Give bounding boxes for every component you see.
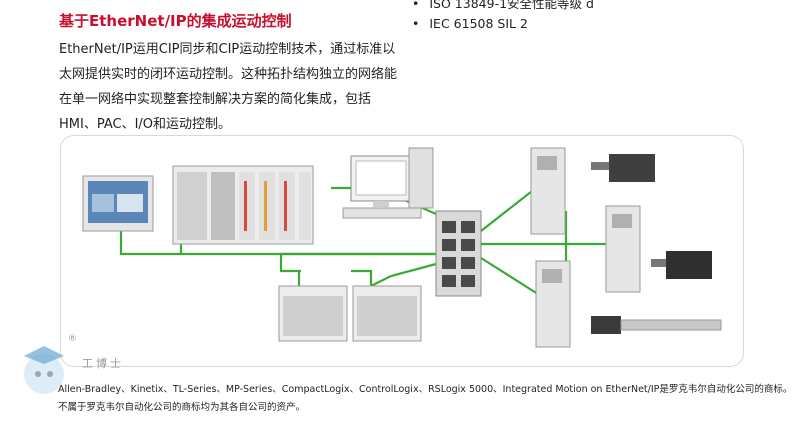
trademark-notice: Allen-Bradley、Kinetix、TL-Series、MP-Serie… — [58, 384, 793, 395]
servo-drive-icon — [530, 147, 566, 235]
registered-mark: ® — [68, 334, 77, 344]
network-diagram — [60, 135, 744, 367]
io-module-icon — [278, 285, 348, 342]
servo-drive-icon — [535, 260, 571, 348]
io-module-icon — [352, 285, 422, 342]
section-title: 基于EtherNet/IP的集成运动控制 — [59, 12, 292, 30]
intro-paragraph: EtherNet/IP运用CIP同步和CIP运动控制技术，通过标准以太网提供实时… — [59, 42, 398, 132]
network-topology-illustration — [82, 147, 722, 348]
plc-controller-icon — [172, 165, 314, 245]
disclaimer-notice: 不属于罗克韦尔自动化公司的商标均为其各自公司的资产。 — [58, 402, 306, 413]
ethernet-switch-icon — [435, 210, 482, 297]
standards-list: ISO 13849-1安全性能等级 d IEC 61508 SIL 2 — [412, 0, 594, 34]
pc-workstation-icon — [342, 147, 434, 219]
linear-actuator-icon — [591, 316, 722, 334]
servo-motor-icon — [591, 154, 655, 182]
hmi-panel-icon — [82, 175, 154, 232]
watermark-text: 工博士 — [82, 357, 124, 370]
watermark-mascot-logo — [24, 346, 64, 394]
standard-item: ISO 13849-1安全性能等级 d — [412, 0, 594, 14]
servo-motor-icon — [651, 251, 712, 279]
servo-drive-icon — [605, 205, 641, 293]
standard-item: IEC 61508 SIL 2 — [412, 14, 594, 34]
